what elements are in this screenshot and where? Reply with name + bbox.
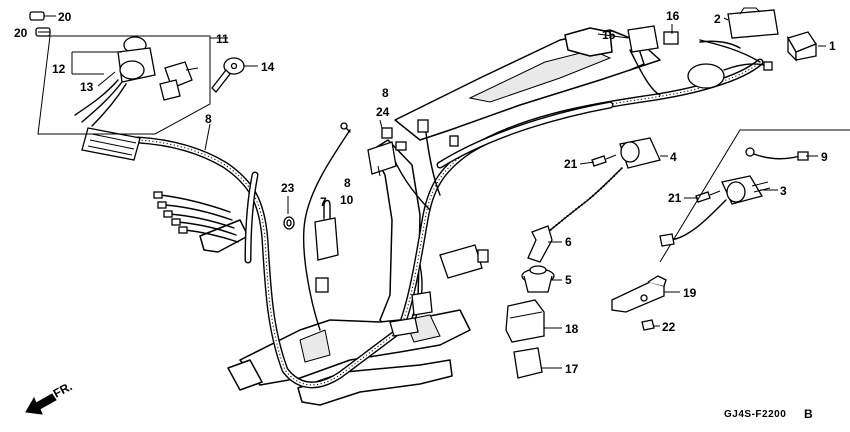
cdi-unit	[659, 175, 771, 247]
callout-8c: 8	[344, 176, 351, 190]
callout-5: 5	[565, 273, 572, 287]
drawing-code-suffix: B	[804, 407, 813, 421]
scooter-frame	[199, 27, 661, 406]
callout-6: 6	[565, 235, 572, 249]
turn-signal-relay	[627, 25, 659, 71]
ignition-coil-harness	[687, 40, 773, 89]
grommet	[283, 216, 295, 230]
cube-relay	[513, 347, 543, 379]
callout-16: 16	[666, 9, 680, 23]
callout-10: 10	[340, 193, 354, 207]
callout-14: 14	[261, 60, 275, 74]
arrow-icon	[25, 393, 57, 415]
callout-4: 4	[670, 150, 677, 164]
front-direction-arrow: FR.	[25, 379, 74, 415]
starter-relay	[727, 7, 779, 39]
callout-7: 7	[320, 195, 327, 209]
leader-lines	[38, 15, 826, 369]
callout-8b: 8	[382, 86, 389, 100]
callout-11: 11	[216, 32, 229, 46]
drawing-code-text: GJ4S-F2200	[724, 409, 786, 420]
handlebar-wire-stubs	[153, 191, 239, 243]
rubber-boot	[505, 299, 545, 343]
callout-9: 9	[821, 150, 828, 164]
drawing-code: GJ4S-F2200 B	[724, 407, 813, 421]
callout-13: 13	[80, 80, 94, 94]
rear-components	[627, 7, 817, 89]
callout-labels: 20 20 12 13 11 14 8 23 7 8 24 8 10 15 16…	[14, 9, 836, 376]
regulator-rectifier	[787, 31, 817, 62]
callout-8a: 8	[205, 112, 212, 126]
callout-21a: 21	[564, 157, 578, 171]
callout-2: 2	[714, 12, 721, 26]
callout-22: 22	[662, 320, 676, 334]
cdi-unit-group	[659, 129, 850, 263]
fuse-box-cluster	[340, 119, 459, 175]
callout-1: 1	[829, 39, 836, 53]
callout-3: 3	[780, 184, 787, 198]
harness-connectors	[389, 244, 489, 337]
callout-18: 18	[565, 322, 579, 336]
callout-23: 23	[281, 181, 295, 195]
ground-wire	[745, 147, 809, 161]
callout-12: 12	[52, 62, 66, 76]
main-connector-block	[81, 127, 141, 161]
callout-20b: 20	[14, 26, 28, 40]
small-connector	[315, 277, 329, 293]
callout-21b: 21	[668, 191, 682, 205]
screw	[641, 319, 655, 331]
callout-24: 24	[376, 105, 390, 119]
ignition-switch	[74, 36, 156, 127]
callout-20a: 20	[58, 10, 72, 24]
callout-17: 17	[565, 362, 579, 376]
bolt-upper	[591, 154, 617, 167]
ignition-kit-group	[37, 35, 228, 135]
small-connector-16	[663, 31, 679, 45]
callout-19: 19	[683, 286, 697, 300]
ignition-coil	[547, 137, 661, 233]
main-wire-harness	[134, 39, 764, 389]
relay-with-bracket	[314, 199, 339, 261]
mounting-bracket	[611, 275, 667, 313]
spark-plug-cap	[527, 225, 553, 263]
seat-lock	[159, 61, 199, 101]
key	[211, 57, 245, 93]
callout-15: 15	[602, 28, 616, 42]
cap-grommet	[521, 265, 555, 293]
